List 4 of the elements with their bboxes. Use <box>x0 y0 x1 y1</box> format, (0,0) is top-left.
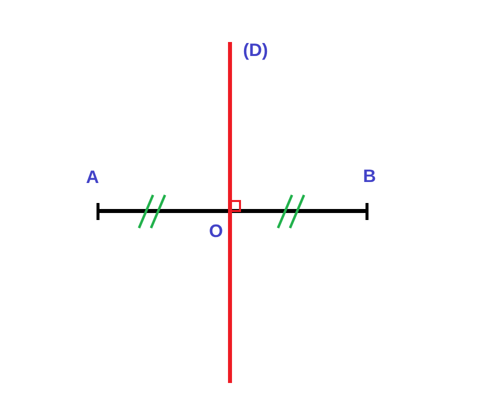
point-label: A <box>86 167 99 187</box>
point-label: O <box>209 221 224 241</box>
point-label: B <box>363 166 376 186</box>
line-label: (D) <box>243 40 268 60</box>
